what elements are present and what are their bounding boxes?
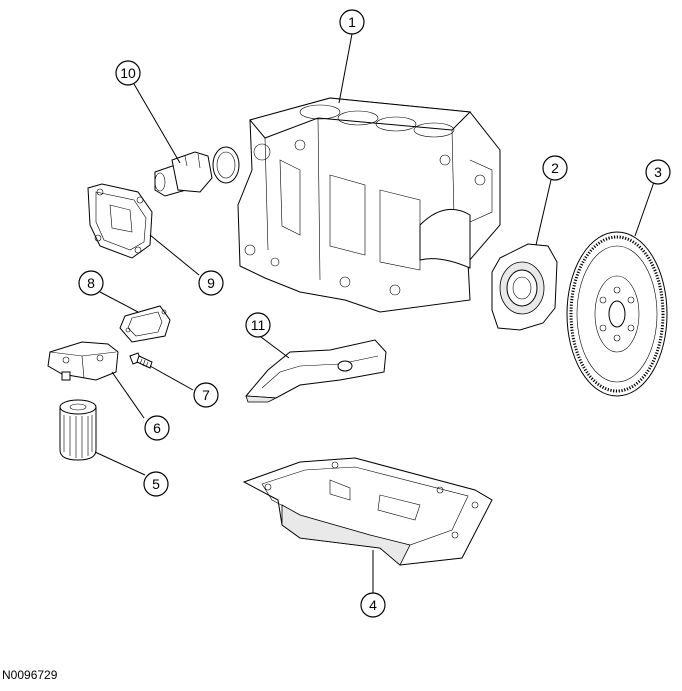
figure-id-label: N0096729 [2, 668, 58, 682]
callout-8: 8 [78, 270, 104, 296]
callout-number: 1 [348, 14, 356, 30]
callout-9: 9 [198, 270, 224, 296]
callout-3: 3 [645, 159, 671, 185]
oil-pan [242, 457, 493, 566]
callout-1: 1 [339, 9, 365, 35]
callout-number: 10 [120, 65, 136, 81]
callout-6: 6 [144, 415, 170, 441]
callout-2: 2 [542, 155, 568, 181]
callout-number: 3 [654, 164, 662, 180]
callout-number: 4 [369, 597, 377, 613]
callout-11: 11 [245, 312, 271, 338]
callout-number: 9 [207, 275, 215, 291]
callout-number: 11 [251, 317, 266, 333]
gasket [119, 305, 171, 343]
oil-filter-adapter [47, 341, 119, 381]
callout-4: 4 [360, 592, 386, 618]
bolt [129, 352, 153, 369]
callout-10: 10 [115, 60, 141, 86]
leader-lines [94, 33, 655, 593]
oil-filter [59, 399, 97, 461]
callout-number: 2 [551, 160, 559, 176]
oil-pump-pickup-tube [244, 339, 387, 403]
callout-7: 7 [193, 382, 219, 408]
front-cover [87, 183, 153, 259]
thermostat-housing [154, 146, 240, 197]
callout-number: 6 [153, 420, 161, 436]
callout-5: 5 [143, 471, 169, 497]
cylinder-block [237, 97, 501, 313]
callout-number: 8 [87, 275, 95, 291]
callout-number: 5 [152, 476, 160, 492]
callout-number: 7 [202, 387, 210, 403]
rear-crankshaft-seal [491, 243, 558, 331]
flywheel [566, 231, 668, 397]
